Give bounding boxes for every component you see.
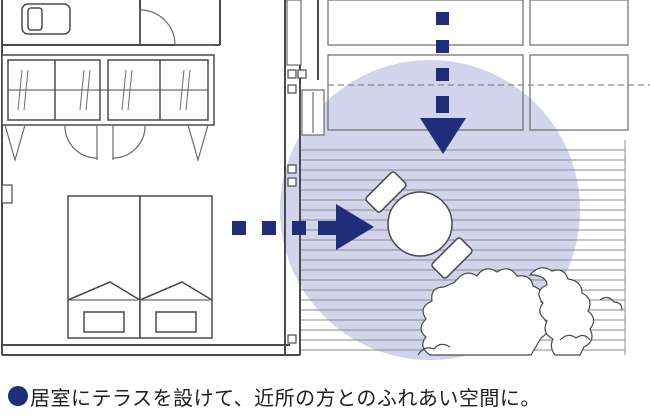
toilet-door [139,9,215,46]
twin-bed-icon [67,195,213,339]
closet-door-swings [4,124,209,163]
window-frames [286,0,325,136]
wall-posts [1,69,307,344]
toilet-icon [21,3,71,35]
caption: 居室にテラスを設けて、近所の方とのふれあい空間に。 [8,380,648,412]
round-table-icon [365,171,473,279]
exterior-paving [327,0,650,131]
closet-hatching [17,69,191,111]
approach-arrow-down [420,12,466,154]
closet-unit [1,54,215,126]
shrub-icon [417,267,623,356]
approach-arrow-right [232,204,374,250]
caption-text: 居室にテラスを設けて、近所の方とのふれあい空間に。 [30,385,541,410]
floor-plan [1,0,650,360]
bullet-icon [8,386,28,406]
